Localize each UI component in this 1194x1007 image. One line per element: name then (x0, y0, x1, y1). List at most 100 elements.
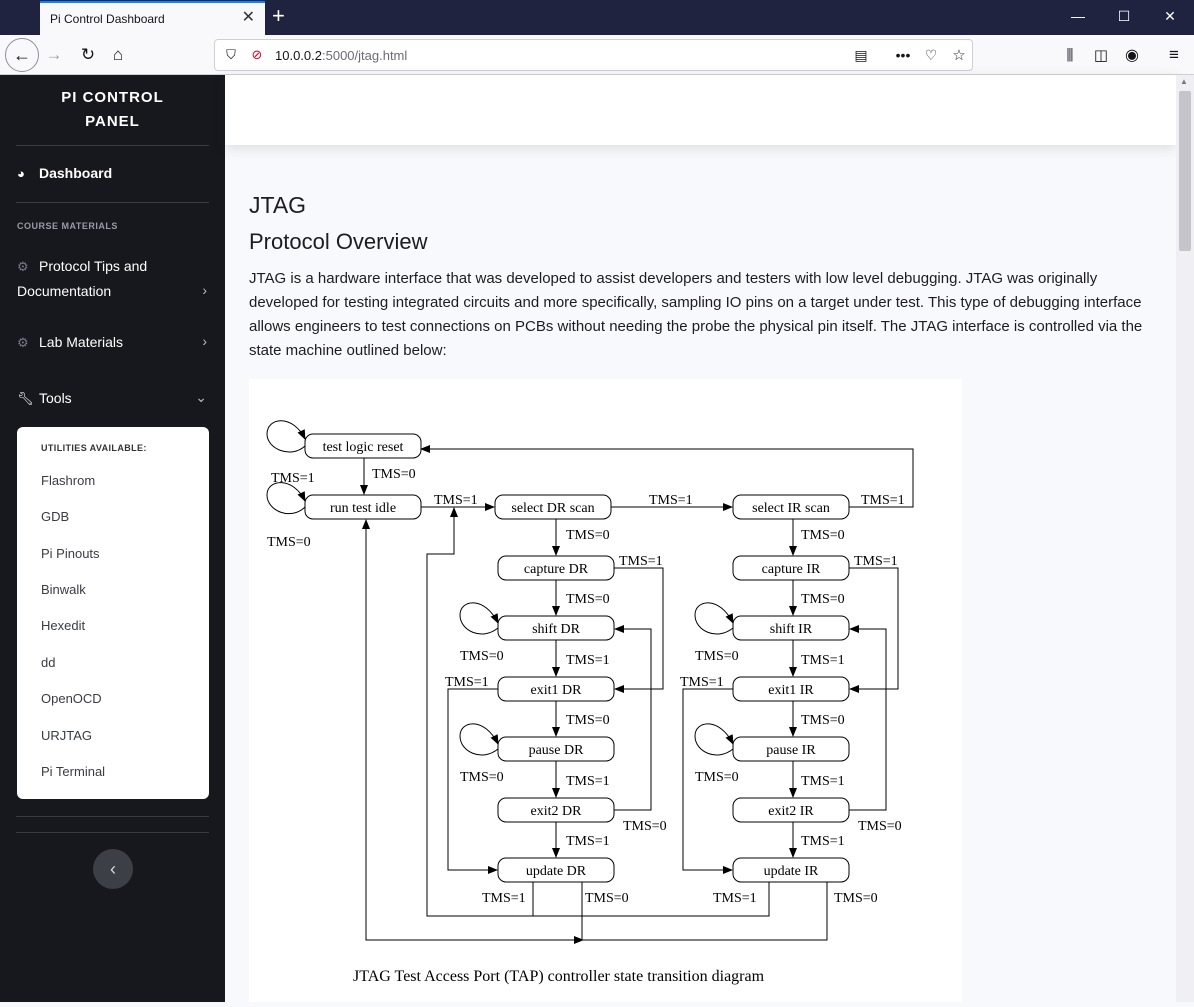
transition-label: TMS=1 (482, 891, 526, 906)
transition-label: TMS=1 (680, 675, 724, 690)
gear-icon: ⚙ (17, 259, 29, 274)
forward-icon[interactable]: → (45, 45, 63, 64)
transition-label: TMS=1 (566, 834, 610, 849)
window-close-icon[interactable]: ✕ (1164, 8, 1176, 24)
browser-tab-bar: Pi Control Dashboard ✕ + — ☐ ✕ (0, 0, 1194, 35)
transition-label: TMS=1 (271, 471, 315, 486)
state-label: update DR (526, 864, 587, 879)
transition-label: TMS=1 (801, 774, 845, 789)
transition-label: TMS=0 (801, 528, 845, 543)
transition-label: TMS=0 (460, 770, 504, 785)
close-tab-icon[interactable]: ✕ (241, 9, 255, 26)
transition-label: TMS=1 (861, 493, 905, 508)
state-label: capture IR (762, 562, 821, 577)
tools-heading: UTILITIES AVAILABLE: (41, 443, 147, 453)
transition-label: TMS=1 (854, 554, 898, 569)
transition-label: TMS=0 (566, 713, 610, 728)
scroll-up-icon[interactable]: ▲ (1180, 77, 1188, 86)
minimize-icon[interactable]: — (1071, 8, 1085, 24)
back-icon[interactable]: ← (5, 38, 39, 72)
state-label: test logic reset (323, 440, 404, 455)
transition-label: TMS=1 (619, 554, 663, 569)
reader-view-icon[interactable]: ▤ (854, 46, 868, 63)
transition-label: TMS=0 (858, 819, 902, 834)
state-label: exit2 DR (531, 804, 583, 819)
sidebar-item-protocol-tips[interactable]: ⚙Protocol Tips and Documentation › (17, 254, 209, 303)
url-text: 10.0.0.2:5000/jtag.html (275, 48, 408, 63)
transition-label: TMS=0 (566, 592, 610, 607)
state-label: exit2 IR (768, 804, 814, 819)
menu-icon[interactable]: ≡ (1169, 45, 1179, 64)
transition-label: TMS=0 (372, 467, 416, 482)
home-icon[interactable]: ⌂ (112, 45, 124, 64)
sidebar-divider (16, 145, 209, 146)
maximize-icon[interactable]: ☐ (1117, 8, 1131, 24)
transition-label: TMS=0 (585, 891, 629, 906)
tool-link-pi-pinouts[interactable]: Pi Pinouts (41, 546, 100, 561)
library-icon[interactable]: ⫼ (1066, 46, 1074, 64)
chevron-right-icon: › (202, 333, 207, 349)
reload-icon[interactable]: ↻ (80, 45, 96, 64)
wrench-icon: 🔧︎ (17, 391, 34, 406)
state-update-ir (732, 857, 850, 883)
transition-label: TMS=0 (695, 649, 739, 664)
sidebar-toggle-icon[interactable]: ◫ (1093, 47, 1109, 64)
tool-link-pi-terminal[interactable]: Pi Terminal (41, 764, 106, 779)
transition-label: TMS=0 (460, 649, 504, 664)
state-label: shift DR (532, 622, 581, 637)
transition-label: TMS=0 (801, 592, 845, 607)
page-title: JTAG (249, 192, 307, 218)
sidebar-brand[interactable]: PI CONTROL PANEL (61, 89, 164, 130)
transition-label: TMS=1 (566, 653, 610, 668)
tool-link-gdb[interactable]: GDB (41, 509, 70, 524)
transition-label: TMS=0 (834, 891, 878, 906)
browser-toolbar: ← → ↻ ⌂ ⛉ ⊘ 10.0.0.2:5000/jtag.html ▤ ••… (0, 35, 1194, 75)
account-icon[interactable]: ◉ (1125, 47, 1139, 64)
transition-label: TMS=1 (649, 493, 693, 508)
transition-label: TMS=0 (801, 713, 845, 728)
tool-link-dd[interactable]: dd (41, 655, 56, 670)
browser-tab[interactable]: Pi Control Dashboard ✕ (40, 1, 265, 35)
sidebar: PI CONTROL PANEL ◕Dashboard COURSE MATER… (0, 75, 225, 1002)
state-label: select DR scan (511, 501, 594, 516)
insecure-lock-icon[interactable]: ⊘ (251, 47, 263, 62)
sidebar-collapse-button[interactable]: ‹ (93, 849, 133, 889)
tool-link-flashrom[interactable]: Flashrom (41, 473, 96, 488)
tool-link-openocd[interactable]: OpenOCD (41, 691, 102, 706)
more-actions-icon[interactable]: ••• (895, 47, 911, 63)
state-label: pause DR (529, 743, 584, 758)
sidebar-item-dashboard[interactable]: ◕Dashboard (17, 165, 113, 181)
state-label: select IR scan (752, 501, 830, 516)
transition-label: TMS=1 (434, 493, 478, 508)
intro-paragraph: JTAG is a hardware interface that was de… (249, 270, 1143, 359)
pocket-icon[interactable]: ♡ (924, 46, 938, 63)
transition-label: TMS=0 (695, 770, 739, 785)
page-subtitle: Protocol Overview (249, 229, 428, 254)
address-bar[interactable]: ⛉ ⊘ 10.0.0.2:5000/jtag.html ▤ ••• ♡ ☆ (214, 39, 973, 71)
state-label: exit1 IR (768, 683, 814, 698)
state-label: update IR (764, 864, 819, 879)
sidebar-heading: COURSE MATERIALS (17, 221, 118, 231)
page-scrollbar[interactable]: ▲ (1176, 75, 1194, 1002)
sidebar-item-lab-materials[interactable]: ⚙Lab Materials › (17, 333, 207, 350)
state-label: pause IR (766, 743, 816, 758)
transition-label: TMS=1 (801, 653, 845, 668)
transition-label: TMS=1 (801, 834, 845, 849)
state-label: capture DR (524, 562, 589, 577)
transition-label: TMS=1 (445, 675, 489, 690)
page-topbar (225, 75, 1176, 145)
state-label: exit1 DR (531, 683, 583, 698)
transition-label: TMS=1 (566, 774, 610, 789)
jtag-state-diagram: test logic reset run test idle select DR… (249, 379, 962, 1002)
tool-link-urjtag[interactable]: URJTAG (41, 728, 93, 743)
tool-link-binwalk[interactable]: Binwalk (41, 582, 86, 597)
sidebar-item-tools[interactable]: 🔧︎Tools ⌄ (17, 389, 207, 406)
bookmark-star-icon[interactable]: ☆ (952, 47, 966, 64)
chevron-down-icon: ⌄ (195, 389, 207, 405)
shield-icon[interactable]: ⛉ (226, 47, 236, 62)
tab-title: Pi Control Dashboard (50, 12, 165, 26)
new-tab-icon[interactable]: + (272, 3, 285, 28)
scrollbar-thumb[interactable] (1179, 91, 1191, 251)
sidebar-divider (16, 832, 209, 833)
tool-link-hexedit[interactable]: Hexedit (41, 618, 86, 633)
